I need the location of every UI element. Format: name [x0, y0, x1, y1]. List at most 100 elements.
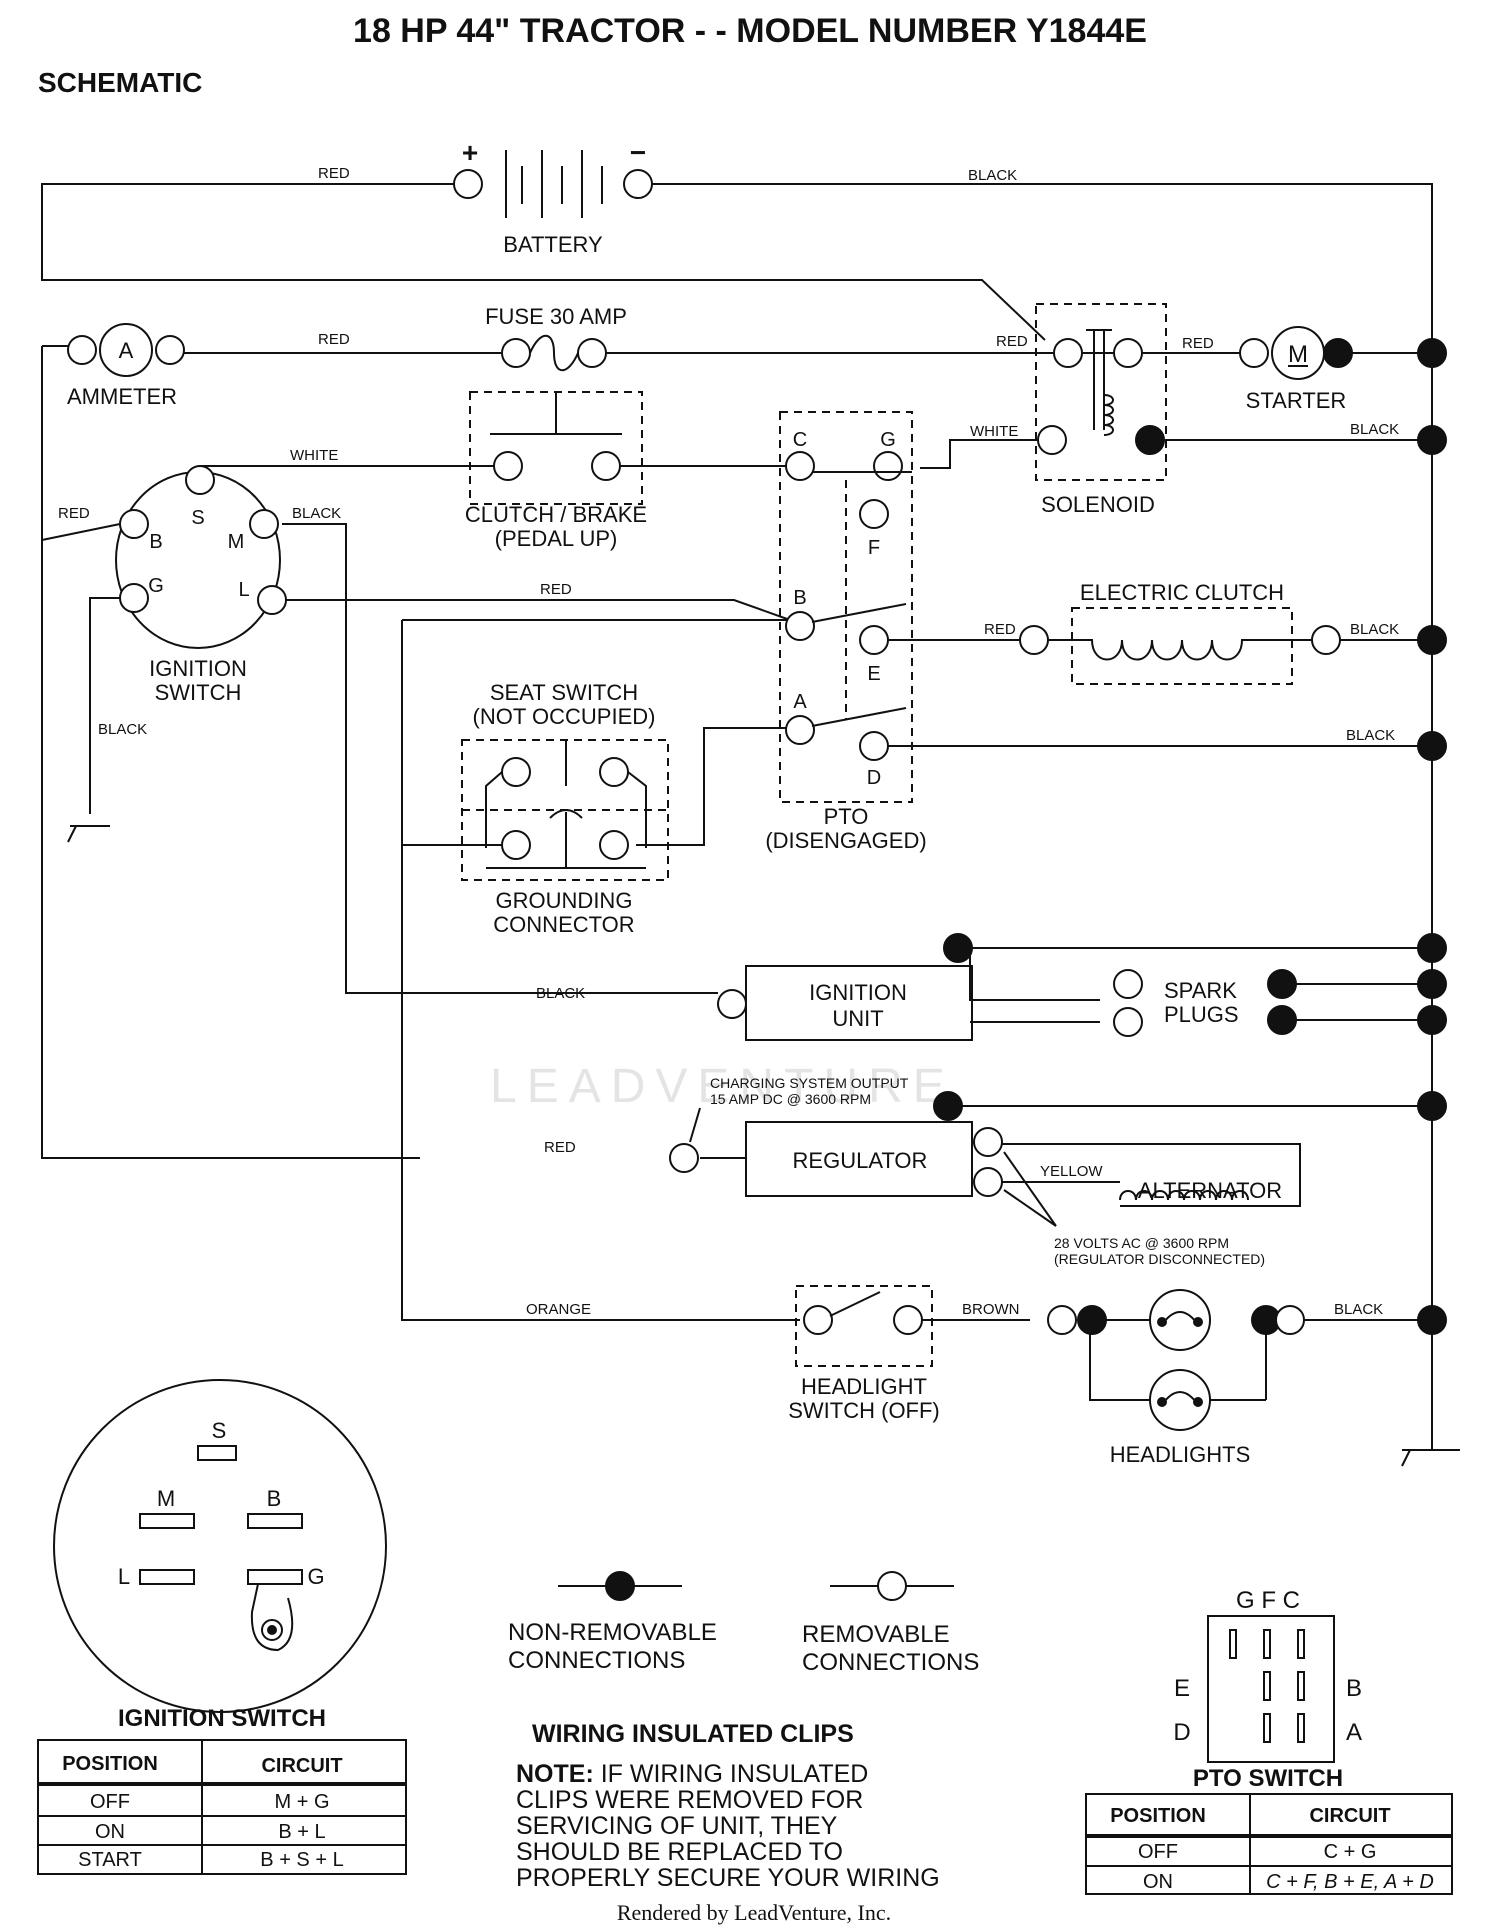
- pto-table-header-position: POSITION: [1110, 1805, 1206, 1827]
- non-removable-sublabel: CONNECTIONS: [508, 1647, 685, 1674]
- wire-label-black-pto-d: BLACK: [1346, 727, 1395, 744]
- starter-symbol: M: [1288, 341, 1308, 368]
- ignition-table-title: IGNITION SWITCH: [118, 1705, 326, 1732]
- ignition-table-cell: B + L: [278, 1821, 325, 1843]
- headlight-switch-label: HEADLIGHT: [801, 1374, 927, 1399]
- clips-note-line-1: IF WIRING INSULATED: [594, 1760, 869, 1788]
- headlights-label: HEADLIGHTS: [1110, 1442, 1251, 1467]
- headlight-switch-sublabel: SWITCH (OFF): [788, 1398, 940, 1423]
- non-removable-label: NON-REMOVABLE: [508, 1619, 717, 1646]
- wire-label-black-solenoid: BLACK: [1350, 421, 1399, 438]
- solenoid: SOLENOID: [1035, 303, 1167, 517]
- pto-table-cell: OFF: [1138, 1841, 1178, 1863]
- pto-table-cell: C + F, B + E, A + D: [1266, 1871, 1434, 1893]
- charging-output-sublabel: 15 AMP DC @ 3600 RPM: [710, 1091, 871, 1107]
- electric-clutch-label: ELECTRIC CLUTCH: [1080, 580, 1284, 605]
- ignition-terminal-l: [257, 585, 287, 615]
- watermark: LEADVENTURE: [490, 1060, 955, 1113]
- pto-switch-diagram: G F C E D B A: [1173, 1587, 1362, 1763]
- solenoid-label: SOLENOID: [1041, 492, 1155, 517]
- ignition-table-header-circuit: CIRCUIT: [261, 1755, 342, 1777]
- wire-label-red-starter: RED: [1182, 335, 1214, 352]
- clips-note-line-4: SHOULD BE REPLACED TO: [516, 1838, 843, 1866]
- ignition-m-label: M: [228, 531, 245, 553]
- face-s-label: S: [212, 1418, 227, 1443]
- clutch-brake-label: CLUTCH / BRAKE: [465, 502, 647, 527]
- wire-label-yellow: YELLOW: [1040, 1163, 1103, 1180]
- starter: M STARTER: [1239, 326, 1353, 413]
- spark-plugs-sublabel: PLUGS: [1164, 1002, 1239, 1027]
- clutch-brake-switch: CLUTCH / BRAKE (PEDAL UP): [465, 391, 647, 551]
- ground-bus-connections: [1417, 338, 1447, 1335]
- electric-clutch: ELECTRIC CLUTCH: [1019, 580, 1341, 685]
- pto-left-d: D: [1173, 1719, 1190, 1746]
- ignition-table-header-position: POSITION: [62, 1753, 158, 1775]
- pto-f-label: F: [868, 537, 880, 559]
- wire-label-orange: ORANGE: [526, 1301, 591, 1318]
- wire-label-red-clutch: RED: [984, 621, 1016, 638]
- clips-note-title: WIRING INSULATED CLIPS: [532, 1720, 854, 1748]
- pto-right-b: B: [1346, 1675, 1362, 1702]
- wire-label-black-ignition-unit: BLACK: [536, 985, 585, 1002]
- battery-positive-terminal: [453, 169, 483, 199]
- ammeter: A AMMETER: [67, 323, 185, 409]
- pto-label: PTO: [824, 804, 869, 829]
- ignition-g-label: G: [148, 575, 164, 597]
- grounding-connector-sublabel: CONNECTOR: [493, 912, 634, 937]
- ignition-switch-face: S M B L G: [53, 1379, 387, 1713]
- battery-minus-label: −: [630, 137, 646, 168]
- pto-d-label: D: [867, 767, 881, 789]
- clutch-brake-sublabel: (PEDAL UP): [495, 526, 618, 551]
- battery: + − BATTERY: [453, 137, 653, 257]
- face-l-label: L: [118, 1564, 130, 1589]
- alternator-label: ALTERNATOR: [1138, 1178, 1282, 1203]
- ignition-unit-sublabel: UNIT: [832, 1006, 883, 1031]
- ignition-unit-label: IGNITION: [809, 980, 907, 1005]
- clips-note-line-3: SERVICING OF UNIT, THEY: [516, 1812, 838, 1840]
- pto-g-label: G: [880, 429, 896, 451]
- spark-plugs-label: SPARK: [1164, 978, 1237, 1003]
- pto-switch-table: PTO SWITCH POSITION CIRCUIT OFF C + G ON…: [1085, 1765, 1453, 1895]
- pto-top-letters: G F C: [1236, 1587, 1300, 1614]
- pto-b-label: B: [793, 587, 806, 609]
- removable-sublabel: CONNECTIONS: [802, 1649, 979, 1676]
- seat-switch-label: SEAT SWITCH: [490, 680, 638, 705]
- headlights: HEADLIGHTS: [1047, 1289, 1305, 1467]
- connection-legend: NON-REMOVABLE CONNECTIONS REMOVABLE CONN…: [508, 1571, 979, 1676]
- pto-sublabel: (DISENGAGED): [765, 828, 926, 853]
- clips-note-label: NOTE:: [516, 1760, 594, 1788]
- alternator-volts-sublabel: (REGULATOR DISCONNECTED): [1054, 1251, 1265, 1267]
- charging-output-label: CHARGING SYSTEM OUTPUT: [710, 1075, 909, 1091]
- ignition-l-label: L: [238, 579, 249, 601]
- ignition-switch: S B M G L IGNITION SWITCH: [115, 465, 287, 705]
- wiring-clips-note: WIRING INSULATED CLIPS NOTE: IF WIRING I…: [516, 1720, 940, 1892]
- wire-label-white-solenoid: WHITE: [970, 423, 1018, 440]
- headlight-switch: HEADLIGHT SWITCH (OFF): [788, 1285, 940, 1423]
- wire-label-red-pto: RED: [540, 581, 572, 598]
- pto-table-title: PTO SWITCH: [1193, 1765, 1343, 1792]
- alternator: ALTERNATOR 28 VOLTS AC @ 3600 RPM (REGUL…: [1003, 1151, 1282, 1267]
- regulator: REGULATOR CHARGING SYSTEM OUTPUT 15 AMP …: [669, 1075, 1003, 1197]
- ignition-switch-label: IGNITION: [149, 656, 247, 681]
- ignition-table-cell: B + S + L: [260, 1849, 343, 1871]
- seat-switch-sublabel: (NOT OCCUPIED): [473, 704, 656, 729]
- footer-credit: Rendered by LeadVenture, Inc.: [617, 1900, 891, 1925]
- page-subtitle: SCHEMATIC: [38, 67, 202, 98]
- wire-label-red-fuse: RED: [996, 333, 1028, 350]
- regulator-label: REGULATOR: [793, 1148, 928, 1173]
- removable-label: REMOVABLE: [802, 1621, 950, 1648]
- wire-label-red-battery: RED: [318, 165, 350, 182]
- wires: [41, 183, 1460, 1467]
- wire-label-brown: BROWN: [962, 1301, 1020, 1318]
- fuse-label: FUSE 30 AMP: [485, 304, 627, 329]
- ignition-table-cell: M + G: [274, 1791, 329, 1813]
- ammeter-symbol: A: [119, 338, 134, 363]
- ignition-b-label: B: [149, 531, 162, 553]
- ignition-terminal-s: [185, 465, 215, 495]
- pto-e-label: E: [867, 663, 880, 685]
- starter-label: STARTER: [1246, 388, 1347, 413]
- pto-table-cell: ON: [1143, 1871, 1173, 1893]
- ignition-switch-table: IGNITION SWITCH POSITION CIRCUIT OFF M +…: [37, 1705, 407, 1875]
- wire-label-red-ignition: RED: [58, 505, 90, 522]
- seat-switch: SEAT SWITCH (NOT OCCUPIED) GROUNDING CON…: [461, 680, 669, 937]
